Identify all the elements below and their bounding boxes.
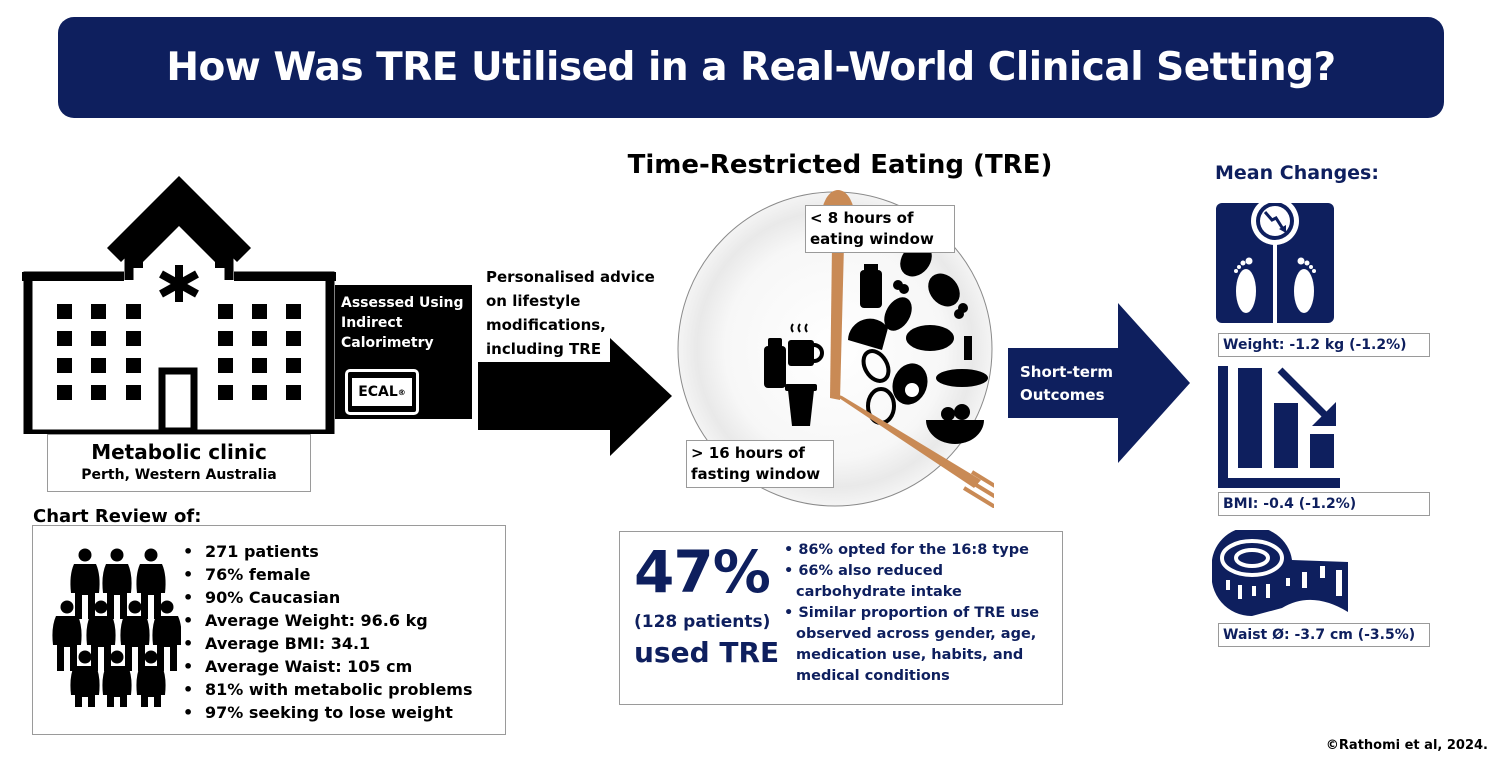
list-item: 90% Caucasian [183,586,473,609]
tre-usage-bullets: 86% opted for the 16:8 type 66% also red… [784,540,1054,687]
assessment-line-1: Assessed Using [341,295,464,311]
chart-review-box: 271 patients 76% female 90% Caucasian Av… [32,525,506,735]
list-item: 271 patients [183,540,473,563]
fork-icon [830,392,994,508]
fasting-window-callout: > 16 hours of fasting window [686,440,834,488]
advice-text: Personalised advice on lifestyle modific… [486,268,655,358]
outcomes-arrow-icon [1008,303,1190,463]
assessment-line-3: Calorimetry [341,335,434,351]
right-arrow-icon [478,338,672,456]
assessment-line-2: Indirect [341,315,403,331]
tre-usage-label: used TRE [634,636,780,669]
title-banner: How Was TRE Utilised in a Real-World Cli… [58,17,1444,118]
list-item: Average Waist: 105 cm [183,655,473,678]
list-item: 81% with metabolic problems [183,678,473,701]
plate-icon [677,190,994,508]
people-group-icon [52,548,181,707]
outcomes-label: Short-term Outcomes [1020,363,1113,404]
clinic-name: Metabolic clinic [91,440,267,464]
mean-changes-title: Mean Changes: [1215,162,1379,184]
ecal-device-label: ECAL® [352,378,412,406]
list-item: 66% also reduced carbohydrate intake [784,561,1054,603]
tre-usage-percent: 47% [634,538,771,606]
tablet-icon: ECAL® [345,369,419,415]
tape-measure-icon [1212,530,1348,616]
chart-review-title: Chart Review of: [33,506,202,527]
list-item: Average BMI: 34.1 [183,632,473,655]
list-item: 97% seeking to lose weight [183,701,473,724]
clinic-location: Perth, Western Australia [81,467,277,483]
tre-title: Time-Restricted Eating (TRE) [627,150,1053,180]
bmi-change-label: BMI: -0.4 (-1.2%) [1218,492,1430,516]
list-item: Average Weight: 96.6 kg [183,609,473,632]
eating-window-callout: < 8 hours of eating window [805,205,955,253]
fasting-drinks-icons [764,323,824,426]
citation-credit: ©Rathomi et al, 2024. [1325,738,1488,753]
tre-usage-patients: (128 patients) [634,612,771,632]
assessment-box: Assessed Using Indirect Calorimetry ECAL… [335,285,472,419]
hospital-icon [22,176,336,434]
tre-usage-box: 47% (128 patients) used TRE 86% opted fo… [619,531,1063,705]
declining-bar-chart-icon [1218,366,1340,488]
list-item: 86% opted for the 16:8 type [784,540,1054,561]
page-title: How Was TRE Utilised in a Real-World Cli… [166,45,1336,90]
list-item: 76% female [183,563,473,586]
list-item: Similar proportion of TRE use observed a… [784,603,1054,687]
weighing-scale-icon [1216,203,1334,323]
chart-review-list: 271 patients 76% female 90% Caucasian Av… [183,540,473,724]
waist-change-label: Waist Ø: -3.7 cm (-3.5%) [1218,623,1430,647]
clinic-label: Metabolic clinic Perth, Western Australi… [47,434,311,492]
weight-change-label: Weight: -1.2 kg (-1.2%) [1218,333,1430,357]
